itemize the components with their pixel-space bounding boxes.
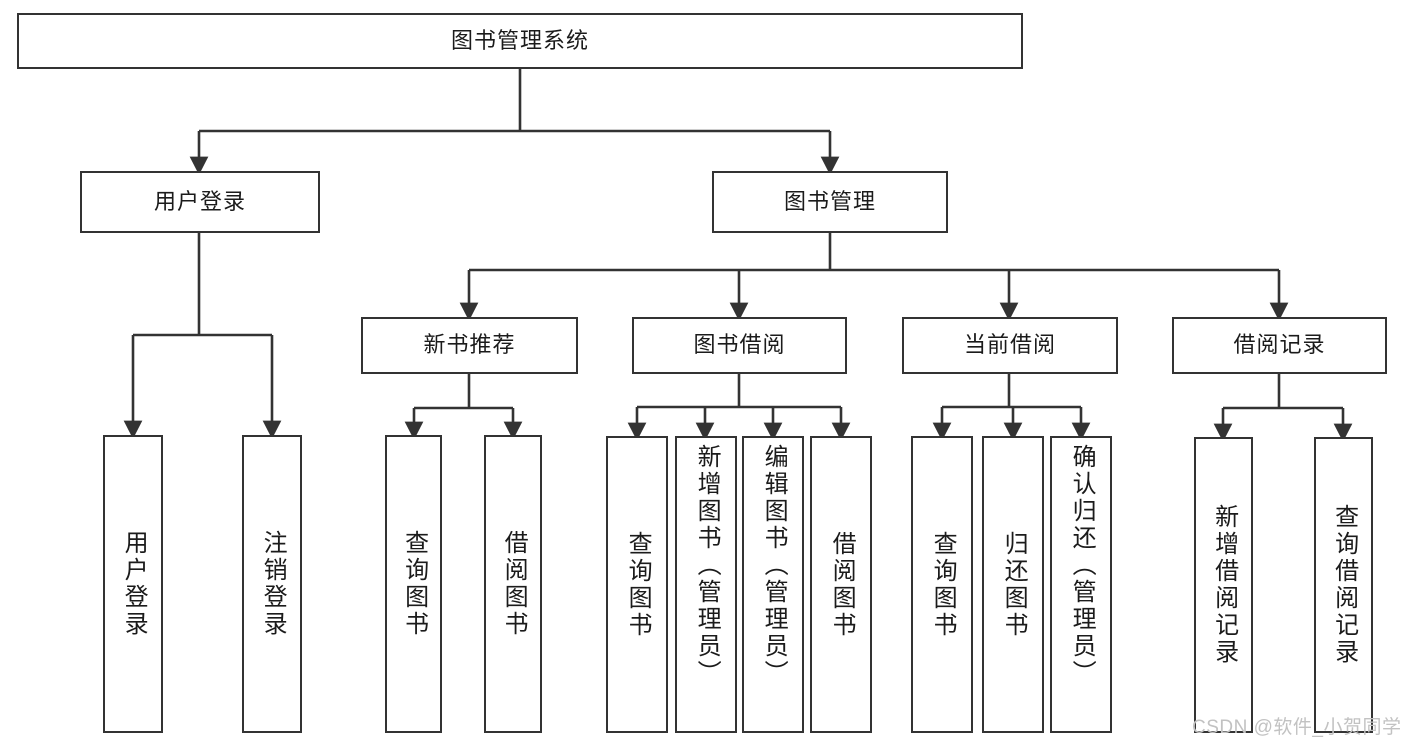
node-leaf-4[interactable]: 查询图书 (606, 436, 668, 733)
node-leaf-0[interactable]: 用户登录 (103, 435, 163, 733)
node-level1-1-label: 图书管理 (783, 188, 876, 214)
node-leaf-9[interactable]: 归还图书 (982, 436, 1044, 733)
node-leaf-10-label: 确认归还（管理员） (1068, 444, 1096, 687)
node-leaf-8[interactable]: 查询图书 (911, 436, 973, 733)
node-level2-3-label: 借阅记录 (1233, 332, 1326, 358)
node-root-label: 图书管理系统 (450, 27, 589, 53)
node-leaf-9-label: 归还图书 (1000, 530, 1028, 639)
node-leaf-11-label: 新增借阅记录 (1210, 504, 1238, 666)
node-leaf-12[interactable]: 查询借阅记录 (1314, 437, 1373, 733)
node-level1-0[interactable]: 用户登录 (80, 171, 320, 233)
node-leaf-7[interactable]: 借阅图书 (810, 436, 872, 733)
node-leaf-8-label: 查询图书 (929, 530, 957, 639)
node-leaf-1[interactable]: 注销登录 (242, 435, 302, 733)
node-leaf-11[interactable]: 新增借阅记录 (1194, 437, 1253, 733)
node-level2-0[interactable]: 新书推荐 (361, 317, 578, 374)
node-leaf-12-label: 查询借阅记录 (1330, 504, 1358, 666)
node-leaf-10[interactable]: 确认归还（管理员） (1050, 436, 1112, 733)
node-level2-2[interactable]: 当前借阅 (902, 317, 1118, 374)
node-level2-3[interactable]: 借阅记录 (1172, 317, 1387, 374)
node-level2-1-label: 图书借阅 (693, 332, 786, 358)
node-leaf-5[interactable]: 新增图书（管理员） (675, 436, 737, 733)
node-leaf-1-label: 注销登录 (259, 530, 287, 638)
node-leaf-5-label: 新增图书（管理员） (693, 444, 721, 687)
node-leaf-6[interactable]: 编辑图书（管理员） (742, 436, 804, 733)
node-leaf-3-label: 借阅图书 (500, 530, 528, 638)
node-level2-0-label: 新书推荐 (423, 332, 516, 358)
node-level1-1[interactable]: 图书管理 (712, 171, 948, 233)
node-level1-0-label: 用户登录 (153, 188, 246, 214)
node-level2-2-label: 当前借阅 (963, 332, 1056, 358)
node-leaf-2-label: 查询图书 (400, 530, 428, 638)
node-leaf-4-label: 查询图书 (624, 530, 652, 639)
node-level2-1[interactable]: 图书借阅 (632, 317, 847, 374)
node-leaf-0-label: 用户登录 (120, 530, 148, 638)
node-root[interactable]: 图书管理系统 (17, 13, 1023, 69)
node-leaf-2[interactable]: 查询图书 (385, 435, 442, 733)
node-leaf-7-label: 借阅图书 (828, 530, 856, 639)
node-leaf-3[interactable]: 借阅图书 (484, 435, 542, 733)
node-leaf-6-label: 编辑图书（管理员） (760, 444, 788, 687)
csdn-watermark: CSDN @软件_小贺同学 (1192, 717, 1402, 738)
